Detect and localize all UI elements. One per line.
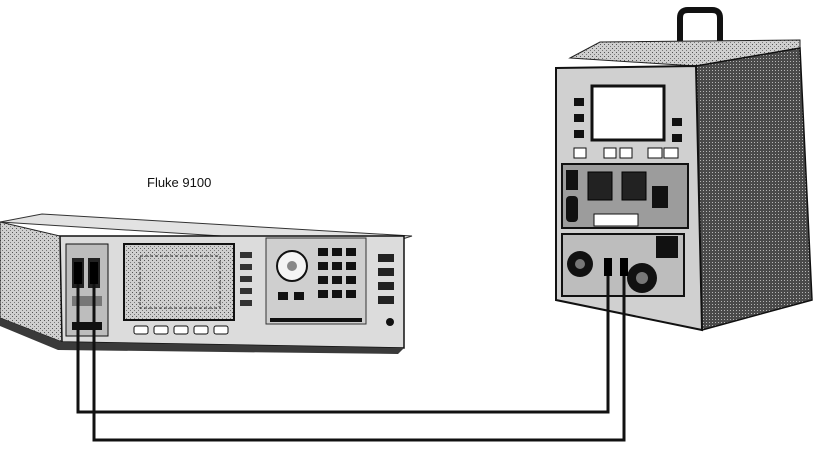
tester-switch: [566, 196, 578, 222]
lead-plugs: [74, 258, 628, 284]
tester-socket-left: [587, 171, 613, 201]
tester-socket-small: [652, 186, 668, 208]
tester-top-face: [568, 39, 801, 67]
calibrator-label: Fluke 9100: [147, 175, 212, 190]
calibrator-keypad: [278, 248, 356, 300]
tester-nameplate: [593, 213, 639, 227]
calibrator-base: [0, 318, 404, 354]
calibrator-function-keys: [133, 325, 229, 335]
tester-button-row: [573, 147, 679, 159]
calibrator-terminal-panel: [65, 243, 109, 337]
tester-aux-port: [656, 236, 678, 258]
lead-lo: [92, 262, 626, 442]
calibrator-trim-strip: [270, 318, 362, 322]
tester-socket-right: [621, 171, 647, 201]
knob-hub: [287, 261, 297, 271]
test-leads: [76, 262, 626, 442]
tester-fuse-holder: [566, 170, 578, 190]
terminal-guard: [72, 296, 102, 306]
tester-side-face: [695, 47, 813, 331]
fluke-9100-calibrator: [0, 213, 413, 354]
lead-hi: [76, 262, 610, 414]
calibrator-display: [123, 243, 235, 321]
tester-handle: [677, 7, 723, 52]
tester-display: [590, 84, 666, 142]
tester-display-buttons: [574, 98, 682, 142]
calibrator-power-switch: [386, 318, 394, 326]
calibrator-right-keys: [378, 254, 394, 304]
tester-device: [555, 7, 813, 332]
display-waveform: [139, 255, 221, 309]
display-softkeys: [240, 252, 252, 306]
terminal-clip: [72, 322, 102, 330]
